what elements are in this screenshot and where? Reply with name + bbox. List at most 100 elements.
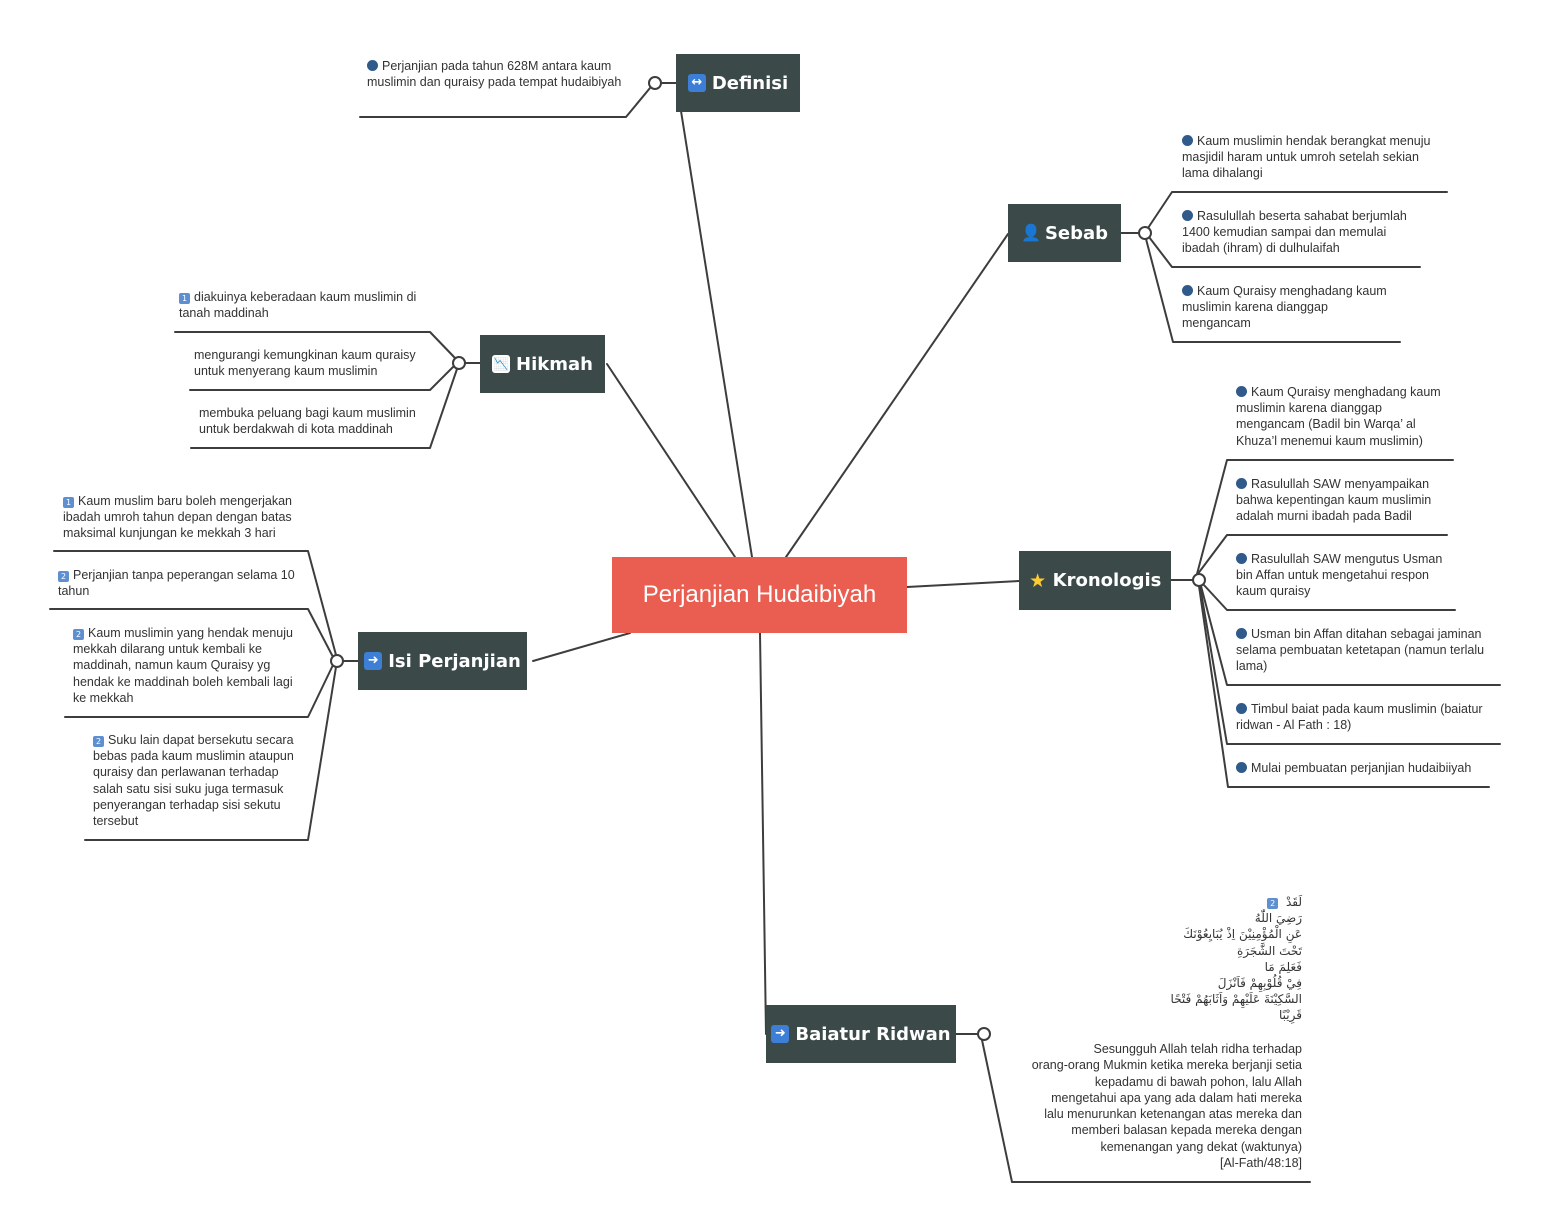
star-icon: ★ <box>1029 569 1047 592</box>
translation-line: kemenangan yang dekat (waktunya) <box>1100 1139 1302 1154</box>
topic-definisi[interactable]: ↔ Definisi <box>676 54 800 112</box>
link-sebab-leaf-2 <box>1148 236 1421 268</box>
arabic-line: رَضِيَ اللّٰهُ <box>1254 911 1302 926</box>
link-kronologis-leaf-1 <box>1196 459 1454 575</box>
link-isi-leaf-1 <box>53 550 337 656</box>
link-kronologis-leaf-3 <box>1202 583 1456 611</box>
translation-line: orang-orang Mukmin ketika mereka berjanj… <box>1031 1058 1302 1073</box>
sebab-item[interactable]: Rasulullah beserta sahabat berjumlah 140… <box>1182 208 1418 257</box>
isi-item-text: Suku lain dapat bersekutu secara bebas p… <box>93 733 294 829</box>
kronologis-item-text: Rasulullah SAW mengutus Usman bin Affan … <box>1236 552 1443 599</box>
translation-line: memberi balasan kepada mereka dengan <box>1071 1123 1302 1138</box>
topic-sebab[interactable]: 👤Sebab <box>1008 204 1121 262</box>
topic-isi-perjanjian[interactable]: ➜ Isi Perjanjian <box>358 632 527 690</box>
collapse-handle-definisi <box>648 76 662 90</box>
link-isi-leaf-4 <box>84 666 337 841</box>
bullet-dot-icon <box>1236 703 1247 714</box>
link-root-hikmah <box>606 363 736 558</box>
isi-item-text: Kaum muslimin yang hendak menuju mekkah … <box>73 626 293 705</box>
kronologis-item[interactable]: Usman bin Affan ditahan sebagai jaminan … <box>1236 626 1498 675</box>
arabic-line: فَعَلِمَ مَا <box>1264 959 1302 974</box>
translation-line: lalu menurunkan ketenangan atas mereka d… <box>1044 1107 1302 1122</box>
arabic-line: 2 لَقَدْ <box>1100 894 1302 910</box>
link-baiatur-leaf <box>981 1039 1311 1183</box>
number-badge-icon: 1 <box>179 293 190 304</box>
hikmah-item[interactable]: membuka peluang bagi kaum muslimin untuk… <box>199 405 429 437</box>
bullet-dot-icon <box>1182 285 1193 296</box>
topic-isi-perjanjian-label: Isi Perjanjian <box>388 650 521 672</box>
link-root-sebab <box>785 233 1009 558</box>
translation-line: [Al-Fath/48:18] <box>1220 1156 1302 1171</box>
link-kronologis-leaf-2 <box>1196 534 1448 576</box>
topic-hikmah[interactable]: 📉 Hikmah <box>480 335 605 393</box>
chart-decreasing-icon: 📉 <box>492 355 511 373</box>
right-arrow-icon: ➜ <box>364 652 383 670</box>
collapse-handle-sebab <box>1138 226 1152 240</box>
collapse-handle-hikmah <box>452 356 466 370</box>
translation-line: mengetahui apa yang ada dalam hati merek… <box>1051 1090 1302 1105</box>
kronologis-item-text: Rasulullah SAW menyampaikan bahwa kepent… <box>1236 477 1432 524</box>
number-badge-icon: 2 <box>93 736 104 747</box>
bullet-dot-icon <box>1182 135 1193 146</box>
sebab-item-text: Kaum Quraisy menghadang kaum muslimin ka… <box>1182 284 1387 331</box>
collapse-handle-baiatur <box>977 1027 991 1041</box>
link-kronologis-leaf-4 <box>1200 585 1501 686</box>
arabic-line: السَّكِيْنَةَ عَلَيْهِمْ وَاَثَابَهُمْ ف… <box>1170 992 1302 1007</box>
hikmah-item-text: membuka peluang bagi kaum muslimin untuk… <box>199 406 416 437</box>
topic-definisi-label: Definisi <box>711 72 789 94</box>
sebab-item[interactable]: Kaum muslimin hendak berangkat menuju ma… <box>1182 133 1444 182</box>
kronologis-item-text: Timbul baiat pada kaum muslimin (baiatur… <box>1236 702 1483 733</box>
bullet-dot-icon <box>1236 478 1247 489</box>
central-topic-label: Perjanjian Hudaibiyah <box>642 581 877 608</box>
topic-baiatur-ridwan-label: Baiatur Ridwan <box>795 1023 951 1045</box>
isi-item-text: Perjanjian tanpa peperangan selama 10 ta… <box>58 568 295 599</box>
definisi-item[interactable]: Perjanjian pada tahun 628M antara kaum m… <box>367 58 625 90</box>
baiatur-translation[interactable]: Sesungguh Allah telah ridha terhadap ora… <box>1010 1041 1302 1171</box>
arabic-line: تَحْتَ الشَّجَرَةِ <box>1236 943 1302 958</box>
baiatur-arabic-verse[interactable]: 2 لَقَدْ رَضِيَ اللّٰهُ عَنِ الْمُؤْمِنِ… <box>1100 894 1302 1024</box>
link-kronologis-leaf-5 <box>1199 585 1501 745</box>
link-hikmah-leaf-3 <box>190 368 458 449</box>
right-arrow-icon: ➜ <box>771 1025 790 1043</box>
kronologis-item[interactable]: Kaum Quraisy menghadang kaum muslimin ka… <box>1236 384 1451 449</box>
link-root-definisi <box>680 110 753 558</box>
bullet-dot-icon <box>1236 762 1247 773</box>
kronologis-item[interactable]: Rasulullah SAW mengutus Usman bin Affan … <box>1236 551 1451 600</box>
kronologis-item[interactable]: Rasulullah SAW menyampaikan bahwa kepent… <box>1236 476 1446 525</box>
link-sebab-leaf-3 <box>1145 238 1401 343</box>
bullet-dot-icon <box>1182 210 1193 221</box>
number-badge-icon: 2 <box>73 629 84 640</box>
kronologis-item-text: Mulai pembuatan perjanjian hudaibiiyah <box>1251 761 1472 775</box>
left-right-arrow-icon: ↔ <box>687 74 706 92</box>
link-root-isi <box>532 632 631 662</box>
hikmah-item-text: diakuinya keberadaan kaum muslimin di ta… <box>179 290 417 321</box>
number-badge-icon: 2 <box>1267 898 1279 909</box>
topic-sebab-label: Sebab <box>1044 222 1109 244</box>
arabic-line: فِيْ قُلُوْبِهِمْ فَاَنْزَلَ <box>1217 976 1302 991</box>
isi-item-text: Kaum muslim baru boleh mengerjakan ibada… <box>63 494 292 541</box>
definisi-item-text: Perjanjian pada tahun 628M antara kaum m… <box>367 59 622 90</box>
hikmah-item[interactable]: mengurangi kemungkinan kaum quraisy untu… <box>194 347 429 379</box>
kronologis-item[interactable]: Mulai pembuatan perjanjian hudaibiiyah <box>1236 760 1488 776</box>
collapse-handle-kronologis <box>1192 573 1206 587</box>
bullet-dot-icon <box>367 60 378 71</box>
kronologis-item-text: Usman bin Affan ditahan sebagai jaminan … <box>1236 627 1485 674</box>
kronologis-item[interactable]: Timbul baiat pada kaum muslimin (baiatur… <box>1236 701 1498 733</box>
link-sebab-leaf-1 <box>1147 191 1448 229</box>
link-isi-leaf-3 <box>64 664 334 718</box>
central-topic[interactable]: Perjanjian Hudaibiyah <box>612 557 907 633</box>
sebab-item[interactable]: Kaum Quraisy menghadang kaum muslimin ka… <box>1182 283 1397 332</box>
topic-hikmah-label: Hikmah <box>516 353 593 375</box>
hikmah-item-text: mengurangi kemungkinan kaum quraisy untu… <box>194 348 416 379</box>
topic-baiatur-ridwan[interactable]: ➜ Baiatur Ridwan <box>766 1005 956 1063</box>
topic-kronologis-label: Kronologis <box>1052 570 1162 591</box>
topic-kronologis[interactable]: ★Kronologis <box>1019 551 1171 610</box>
translation-line: Sesungguh Allah telah ridha terhadap <box>1093 1042 1303 1056</box>
translation-line: kepadamu di bawah pohon, lalu Allah <box>1094 1074 1302 1089</box>
